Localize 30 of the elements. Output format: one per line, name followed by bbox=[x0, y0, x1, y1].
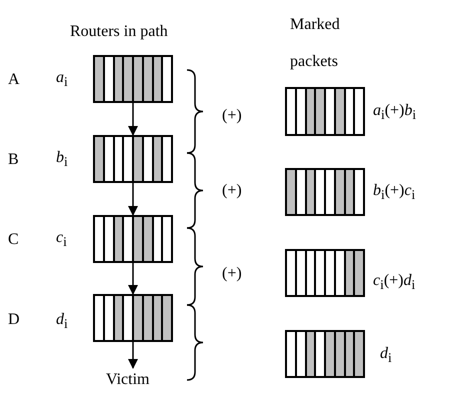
bit-label: b$_{i}$(+)c$_{i}$ bbox=[373, 183, 416, 202]
arrow bbox=[128, 263, 138, 295]
bit-field-box bbox=[93, 135, 173, 183]
node-label: Victim bbox=[106, 372, 150, 388]
xor-sign: (+) bbox=[222, 183, 242, 199]
bit-field-box bbox=[285, 249, 365, 297]
bit-field-box bbox=[285, 168, 365, 216]
bit-label: d$_{i}$ bbox=[56, 312, 68, 331]
router-letter: A bbox=[8, 72, 20, 88]
xor-sign: (+) bbox=[222, 266, 242, 282]
arrow bbox=[128, 183, 138, 216]
bit-label: c$_{i}$ bbox=[56, 230, 67, 249]
arrow bbox=[128, 103, 138, 136]
bit-field-box bbox=[93, 215, 173, 263]
bit-label: a$_{i}$ bbox=[56, 70, 68, 89]
bit-field-box bbox=[93, 55, 173, 103]
bit-field-box bbox=[285, 87, 365, 136]
router-letter: D bbox=[8, 312, 20, 328]
bit-label: c$_{i}$(+)d$_{i}$ bbox=[373, 273, 416, 292]
bit-label: a$_{i}$(+)b$_{i}$ bbox=[373, 103, 416, 122]
column-heading: Marked packets bbox=[290, 15, 341, 72]
arrow bbox=[128, 342, 138, 369]
bit-label: b$_{i}$ bbox=[56, 150, 68, 169]
bit-label: d$_{i}$ bbox=[380, 346, 392, 365]
bit-field-box bbox=[285, 330, 365, 378]
router-letter: B bbox=[8, 152, 19, 168]
router-letter: C bbox=[8, 232, 19, 248]
xor-sign: (+) bbox=[222, 108, 242, 124]
bit-field-box bbox=[93, 294, 173, 342]
column-heading: Routers in path bbox=[70, 24, 168, 40]
